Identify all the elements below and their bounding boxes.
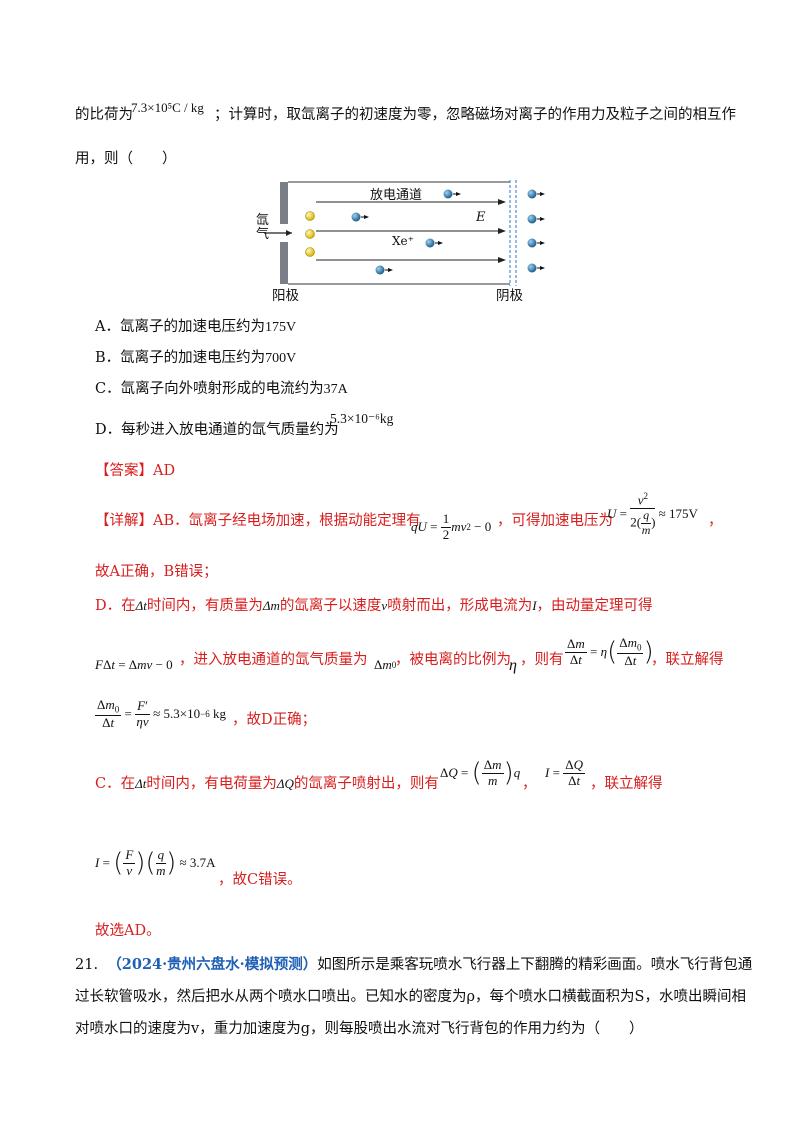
q21-line1: 21. （2024·贵州六盘水·模拟预测）如图所示是乘客玩喷水飞行器上下翻腾的精… [75, 955, 752, 976]
d-line1-a: D．在 [95, 598, 136, 614]
option-d: D．每秒进入放电通道的氙气质量约为 [95, 421, 339, 441]
d-eta: η [509, 657, 517, 674]
option-a-text: 氙离子的加速电压约为 [119, 319, 265, 335]
channel-label: 放电通道 [370, 188, 423, 203]
option-d-text: 每秒进入放电通道的氙气质量约为 [121, 422, 339, 438]
option-c: C．氙离子向外喷射形成的电流约为37A [95, 380, 348, 400]
c-dq: ΔQ [276, 776, 294, 791]
field-label: E [476, 210, 486, 225]
option-c-text: 氙离子向外喷射形成的电流约为 [120, 381, 324, 397]
final-answer: 故选AD。 [95, 923, 161, 939]
c-line1-a: C．在 [95, 776, 136, 792]
comma-ab: ， [708, 513, 723, 529]
q21-line2: 过长软管吸水，然后把水从两个喷水口喷出。已知水的密度为ρ，每个喷水口横截面积为S… [75, 989, 746, 1005]
d-line2-b: ，被电离的比例为 [395, 652, 511, 668]
detail-d-line1: D．在Δt时间内，有质量为Δm的氙离子以速度v喷射而出，形成电流为I，由动量定理… [95, 597, 653, 617]
c-line1-b: 时间内，有电荷量为 [146, 776, 277, 792]
option-b-letter: B． [95, 350, 121, 366]
c-line1-c: 的氙离子喷射出，则有 [293, 776, 439, 792]
q20-line1-prefix: 的比荷为 [75, 107, 133, 123]
c-line2: ，故C错误。 [218, 872, 302, 888]
detail-ab-intro: AB．氙离子经电场加速，根据动能定理有 [153, 513, 421, 529]
detail-label: 【详解】 [95, 513, 153, 529]
c-comma: ， [522, 776, 537, 792]
d-v: v [381, 598, 388, 613]
q20-line1-suffix: ；计算时，取氙离子的初速度为零，忽略磁场对离子的作用力及粒子之间的相互作 [214, 107, 736, 123]
anode-label: 阳极 [272, 288, 299, 304]
option-a: A．氙离子的加速电压约为175V [95, 318, 296, 338]
q20-line1: 的比荷为 [75, 106, 133, 126]
gas-label: 氙气 [256, 213, 270, 242]
q20-specific-charge: 7.3×10⁵C / kg [131, 100, 204, 115]
detail-ab-line: 【详解】AB．氙离子经电场加速，根据动能定理有 [95, 512, 421, 532]
option-b-text: 氙离子的加速电压约为 [120, 350, 266, 366]
d-line1-e: ，由动量定理可得 [536, 598, 653, 614]
d-line1-c: 的氙离子以速度 [279, 598, 382, 614]
answer: 【答案】AD [95, 463, 176, 479]
c-dt: Δt [135, 776, 147, 791]
q20-line2: 用，则（ ） [75, 151, 177, 167]
d-line2-d: ，联立解得 [651, 652, 724, 668]
c-line1-d: ，联立解得 [590, 776, 663, 792]
detail-ab-mid: ，可得加速电压为 [497, 513, 613, 529]
d-line1-d: 喷射而出，形成电流为 [387, 598, 533, 614]
thruster-figure: 氙气 放电通道 E Xe⁺ [256, 176, 558, 306]
option-c-value: 37A [323, 382, 348, 397]
detail-ab-conclusion: 故A正确，B错误； [95, 564, 218, 580]
d-line2-c: ，则有 [520, 652, 564, 668]
d-i: I [532, 598, 537, 613]
q21-number: 21. [75, 957, 99, 973]
q21-line3: 对喷水口的速度为v，重力加速度为g，则每股喷出水流对飞行背包的作用力约为（ ） [75, 1021, 644, 1037]
d-line2-a: ，进入放电通道的氙气质量为 [179, 652, 368, 668]
option-b-value: 700V [265, 351, 297, 366]
d-dm: Δm [262, 598, 280, 613]
detail-d-line2: ，进入放电通道的氙气质量为 [179, 651, 368, 671]
q21-source: （2024·贵州六盘水·模拟预测） [107, 956, 318, 973]
q21-text1: 如图所示是乘客玩喷水飞行器上下翻腾的精彩画面。喷水飞行背包通 [317, 957, 753, 973]
option-a-value: 175V [264, 320, 297, 335]
detail-c-line1: C．在Δt时间内，有电荷量为ΔQ的氙离子喷射出，则有 [95, 775, 439, 795]
option-b: B．氙离子的加速电压约为700V [95, 349, 296, 369]
option-c-letter: C． [95, 381, 121, 397]
d-line1-b: 时间内，有质量为 [146, 598, 263, 614]
option-a-letter: A． [95, 319, 120, 335]
cathode-label: 阴极 [496, 288, 523, 304]
d-line3: ，故D正确； [232, 712, 317, 728]
option-d-letter: D． [95, 422, 122, 438]
ion-label: Xe⁺ [392, 234, 414, 248]
d-dt: Δt [135, 598, 147, 613]
option-d-value: 5.3×10⁻⁶kg [330, 411, 394, 426]
